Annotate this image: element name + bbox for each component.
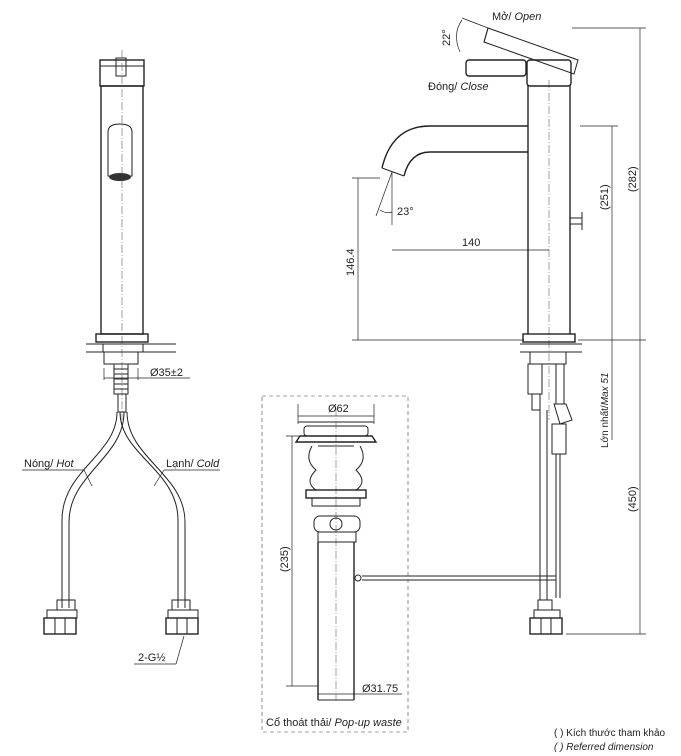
- connection-label: 2-G½: [138, 652, 166, 664]
- close-label: Đóng/: [428, 81, 458, 93]
- cold-label-en: Cold: [197, 458, 221, 470]
- svg-text:Lạnh/ Cold: Lạnh/ Cold: [166, 458, 220, 470]
- popup-title: Cổ thoát thải/: [266, 717, 332, 729]
- popup-bottom-dia: Ø31.75: [362, 683, 398, 695]
- below-deck-dim: (450): [627, 486, 639, 512]
- popup-waste-detail: Ø62 (235) Ø31.75 Cổ thoát thải/ Pop-up w…: [261, 395, 409, 733]
- cold-label: Lạnh/: [166, 458, 194, 470]
- popup-length-dim: (235): [279, 546, 291, 572]
- svg-text:Mở/ Open: Mở/ Open: [492, 11, 541, 23]
- popup-top-dia: Ø62: [328, 403, 349, 415]
- side-view: 23° Mở/ Open Đóng/ Close 22°: [345, 11, 646, 635]
- open-label-en: Open: [515, 11, 542, 23]
- aerator: [109, 173, 131, 181]
- hot-label: Nóng/: [24, 458, 54, 470]
- spout-angle-label: 23°: [397, 206, 414, 218]
- max-label: Lớn nhất/: [599, 405, 611, 448]
- reach-dim: 140: [462, 237, 480, 249]
- lever-height-dim: (282): [627, 166, 639, 192]
- legend-note-vi: ( ) Kích thước tham khảo: [554, 728, 666, 739]
- svg-text:Nóng/ Hot: Nóng/ Hot: [24, 458, 74, 470]
- mount-hole-label: Ø35±2: [150, 367, 183, 379]
- open-label: Mở/: [492, 11, 512, 23]
- svg-text:Đóng/ Close: Đóng/ Close: [428, 81, 489, 93]
- clearance-dim: 146.4: [345, 248, 357, 276]
- close-label-en: Close: [460, 81, 488, 93]
- hot-label-en: Hot: [56, 458, 74, 470]
- lever-angle-label: 22°: [441, 29, 453, 46]
- popup-title-en: Pop-up waste: [335, 717, 402, 729]
- svg-text:Cổ thoát thải/ Pop-up waste: Cổ thoát thải/ Pop-up waste: [266, 717, 402, 729]
- max-label-en: Max 51: [600, 373, 611, 406]
- front-view: Ø35±2 Nóng/ Hot Lạnh/ Cold 2-G½: [22, 50, 220, 665]
- spout-height-dim: (251): [599, 184, 611, 210]
- legend-note-en: ( ) Referred dimension: [554, 742, 654, 753]
- svg-text:Lớn nhất/Max 51: Lớn nhất/Max 51: [599, 373, 611, 449]
